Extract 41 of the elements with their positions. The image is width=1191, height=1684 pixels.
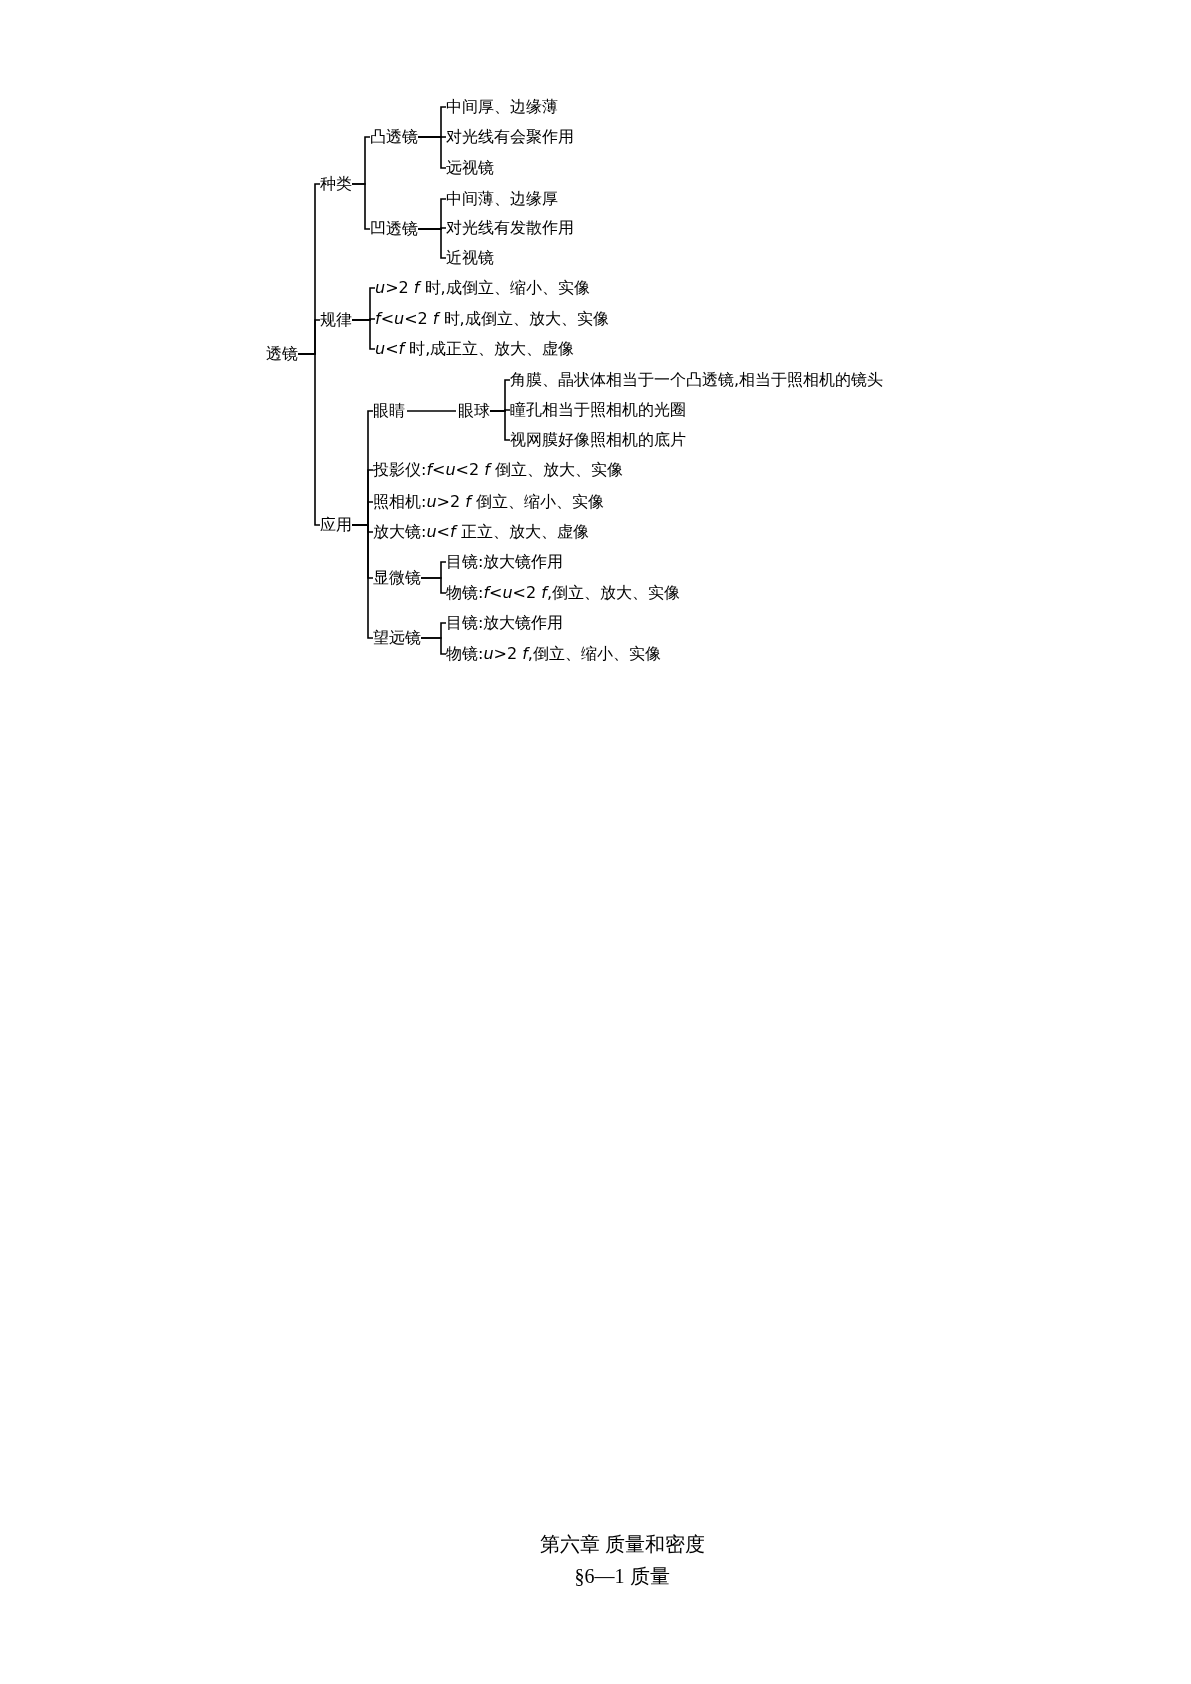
- branch-label: 目镜:放大镜作用: [446, 551, 564, 573]
- branch-label: f<u<2 f 时,成倒立、放大、实像: [375, 308, 609, 330]
- connector-line: [351, 524, 374, 639]
- branch-label: 显微镜: [373, 567, 421, 589]
- connector-line: [420, 577, 447, 594]
- connector-line: [420, 637, 447, 655]
- branch-label: u<f 时,成正立、放大、虚像: [375, 338, 575, 360]
- branch-label: 眼睛: [373, 400, 405, 422]
- branch-label: 中间厚、边缘薄: [446, 96, 558, 118]
- branch-label: u>2 f 时,成倒立、缩小、实像: [375, 277, 590, 299]
- branch-label: 瞳孔相当于照相机的光圈: [510, 399, 686, 421]
- branch-label: 望远镜: [373, 627, 421, 649]
- connector-line: [417, 228, 447, 259]
- branch-label: 透镜: [266, 343, 298, 365]
- branch-label: 中间薄、边缘厚: [446, 188, 558, 210]
- branch-label: 对光线有发散作用: [446, 217, 574, 239]
- branch-label: 眼球: [458, 400, 490, 422]
- branch-label: 放大镜:u<f 正立、放大、虚像: [373, 521, 589, 543]
- connector-line: [489, 410, 511, 441]
- branch-label: 应用: [320, 514, 352, 536]
- branch-label: 物镜:u>2 f,倒立、缩小、实像: [446, 643, 661, 665]
- connector-line: [351, 183, 371, 230]
- branch-label: 目镜:放大镜作用: [446, 612, 564, 634]
- branch-label: 照相机:u>2 f 倒立、缩小、实像: [373, 491, 604, 513]
- branch-label: 凸透镜: [370, 126, 418, 148]
- branch-label: 种类: [320, 173, 352, 195]
- branch-label: 近视镜: [446, 247, 494, 269]
- branch-label: 投影仪:f<u<2 f 倒立、放大、实像: [373, 459, 623, 481]
- branch-label: 远视镜: [446, 157, 494, 179]
- chapter-heading: 第六章 质量和密度: [539, 1532, 705, 1557]
- connector-line: [351, 319, 376, 350]
- branch-label: 凹透镜: [370, 218, 418, 240]
- branch-label: 物镜:f<u<2 f,倒立、放大、实像: [446, 582, 680, 604]
- connector-line: [417, 136, 447, 169]
- branch-label: 规律: [320, 309, 352, 331]
- section-heading: §6—1 质量: [574, 1564, 670, 1589]
- connector-line: [297, 353, 321, 526]
- connector-line: [406, 410, 457, 412]
- branch-label: 视网膜好像照相机的底片: [510, 429, 686, 451]
- branch-label: 角膜、晶状体相当于一个凸透镜,相当于照相机的镜头: [510, 369, 884, 391]
- branch-label: 对光线有会聚作用: [446, 126, 574, 148]
